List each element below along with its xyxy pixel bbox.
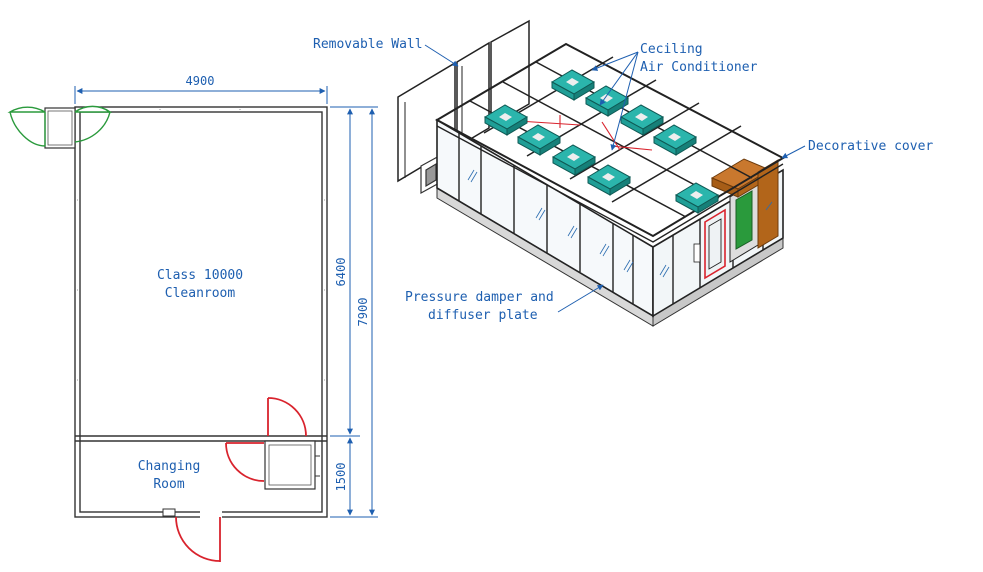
- air-shower-unit: [710, 158, 779, 263]
- dimension-width-label: 4900: [186, 74, 215, 88]
- partition-wall: [75, 435, 327, 442]
- ceiling-duct-lines: [517, 115, 653, 151]
- pass-box: [264, 440, 320, 490]
- dimension-changing-height-label: 1500: [334, 463, 348, 492]
- floor-plan: Class 10000 Cleanroom Changing Room 4900…: [7, 74, 378, 562]
- ac-unit: [674, 182, 720, 214]
- dimension-total-height-label: 7900: [356, 298, 370, 327]
- callout-ceiling-line1: Ceciling: [640, 42, 703, 57]
- callout-leaders: [424, 44, 806, 313]
- callout-decorative-cover: Decorative cover: [808, 139, 933, 154]
- air-shower-box: [7, 105, 113, 149]
- ac-unit: [551, 144, 597, 176]
- cleanroom-door: [267, 397, 307, 437]
- changing-room-label-line1: Changing: [138, 459, 201, 474]
- cleanroom-label-line2: Cleanroom: [165, 286, 236, 301]
- ceiling-air-conditioners: [483, 69, 720, 214]
- panel-joints: [77, 109, 325, 381]
- ac-unit: [550, 69, 596, 101]
- ac-unit: [619, 104, 665, 136]
- isometric-view: Removable Wall Ceciling Air Conditioner …: [313, 19, 933, 327]
- ac-unit: [652, 124, 698, 156]
- callout-removable-wall: Removable Wall: [313, 37, 423, 52]
- dimension-right: [330, 106, 378, 518]
- callout-ceiling-line2: Air Conditioner: [640, 60, 758, 75]
- dimension-cleanroom-height-label: 6400: [334, 258, 348, 287]
- callout-pressure-line2: diffuser plate: [428, 308, 538, 323]
- changing-inner-door: [225, 442, 265, 482]
- changing-room-label-line2: Room: [153, 477, 184, 492]
- iso-red-door: [704, 208, 726, 280]
- ac-unit: [586, 164, 632, 196]
- ac-unit: [584, 85, 630, 117]
- ac-unit: [516, 124, 562, 156]
- cleanroom-label-line1: Class 10000: [157, 268, 243, 283]
- callout-pressure-line1: Pressure damper and: [405, 290, 554, 305]
- ac-unit: [483, 104, 529, 136]
- right-glass-wall: [652, 158, 784, 318]
- dimension-width: [74, 86, 328, 104]
- entrance-door: [162, 508, 222, 562]
